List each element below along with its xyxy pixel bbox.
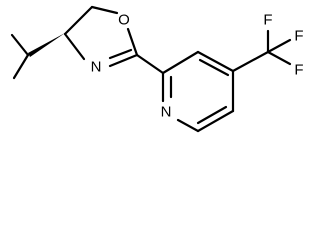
bond-py-c3-c4-inner xyxy=(198,58,230,77)
bond-c5-o1 xyxy=(90,5,119,15)
bond-isopropyl-methyl-up xyxy=(10,33,30,57)
chemical-structure-diagram: O N N F F F xyxy=(10,5,304,133)
bond-c4-cf3 xyxy=(231,50,270,73)
bond-py-c6-n1 xyxy=(176,118,200,133)
isopropyl-group xyxy=(10,33,30,80)
bond-isopropyl-methyl-down xyxy=(12,53,30,80)
bond-cf3-f-bottom xyxy=(266,50,292,66)
bond-py-c5-c6-inner xyxy=(196,105,228,125)
oxazoline-oxygen-label: O xyxy=(118,12,130,29)
fluorine-top-label: F xyxy=(263,12,272,29)
bond-py-c2-c3 xyxy=(161,50,200,75)
bond-o1-c2 xyxy=(126,27,139,57)
fluorine-bottom-label: F xyxy=(294,62,303,79)
fluorine-right-label: F xyxy=(294,28,303,45)
bond-oxazoline-pyridine xyxy=(135,53,165,75)
bond-cf3-f-right xyxy=(266,38,292,54)
bond-c2-n3-double-inner xyxy=(108,48,133,60)
stereo-wedge-bond xyxy=(28,33,65,57)
pyridine-ring xyxy=(161,50,235,133)
bond-c4-c5 xyxy=(63,5,94,36)
bond-py-c5-c6 xyxy=(196,109,235,133)
bond-c2-n3-double-outer xyxy=(108,53,139,68)
bond-n3-c4 xyxy=(63,32,86,61)
pyridine-nitrogen-label: N xyxy=(161,104,172,121)
trifluoromethyl-group xyxy=(231,29,292,73)
oxazoline-ring xyxy=(63,5,139,68)
oxazoline-nitrogen-label: N xyxy=(91,59,102,76)
bond-py-c3-c4 xyxy=(196,50,235,73)
